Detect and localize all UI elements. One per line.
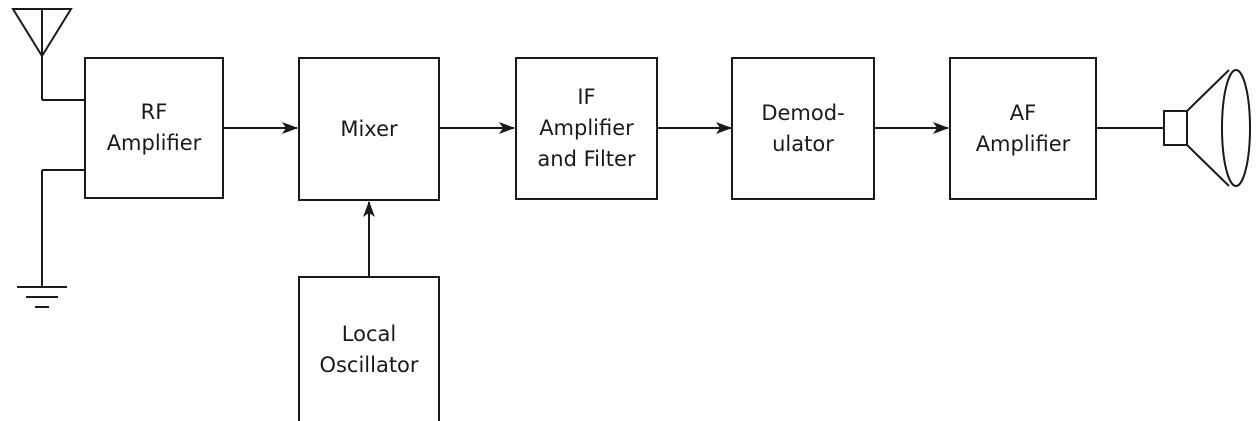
ground-icon <box>17 169 85 308</box>
rf-amplifier-label-line: RF <box>140 100 168 124</box>
mixer-block: Mixer <box>298 57 440 201</box>
demodulator-label-line: Demod- <box>761 100 845 125</box>
speaker-icon <box>1163 69 1251 187</box>
demodulator-label-line: ulator <box>772 131 834 156</box>
rf-amplifier-label-line: Amplifier <box>106 131 202 155</box>
demodulator-label: Demod- ulator <box>761 98 844 160</box>
if-amplifier-filter-label-line: and Filter <box>537 147 636 171</box>
antenna-icon <box>11 8 85 101</box>
if-amplifier-filter-block: IF Amplifier and Filter <box>515 57 658 200</box>
af-amplifier-label-line: Amplifier <box>975 131 1071 156</box>
mixer-label: Mixer <box>340 114 397 145</box>
af-amplifier-block: AF Amplifier <box>949 57 1097 200</box>
local-oscillator-label-line: Oscillator <box>319 353 419 377</box>
if-amplifier-filter-label-line: Amplifier <box>539 116 634 140</box>
demodulator-block: Demod- ulator <box>731 57 875 200</box>
local-oscillator-label-line: Local <box>341 322 397 346</box>
af-amplifier-label: AF Amplifier <box>976 98 1071 160</box>
local-oscillator-label: Local Oscillator <box>319 319 418 381</box>
local-oscillator-block: Local Oscillator <box>298 276 440 421</box>
af-amplifier-label-line: AF <box>1009 100 1037 125</box>
rf-amplifier-block: RF Amplifier <box>84 57 224 199</box>
rf-amplifier-label: RF Amplifier <box>107 97 202 159</box>
mixer-label-line: Mixer <box>340 116 398 141</box>
if-amplifier-filter-label: IF Amplifier and Filter <box>537 82 635 175</box>
if-amplifier-filter-label-line: IF <box>577 85 596 109</box>
